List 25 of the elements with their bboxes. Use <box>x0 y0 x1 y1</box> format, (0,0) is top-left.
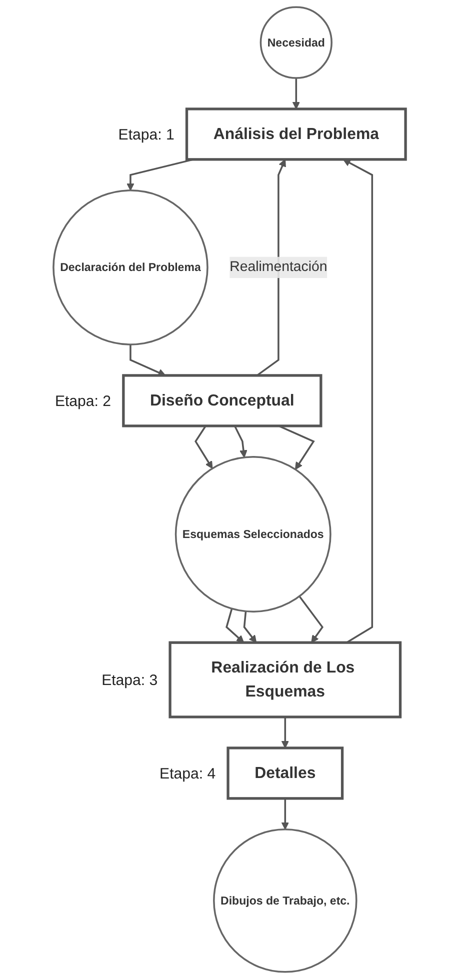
stage-label: Etapa: 3 <box>102 672 158 690</box>
stage-label: Etapa: 4 <box>160 766 216 782</box>
node-circle: Declaración del Problema <box>52 190 208 346</box>
node-box: Detalles <box>226 746 344 800</box>
arrow <box>243 611 257 643</box>
node-circle: Esquemas Seleccionados <box>174 456 332 612</box>
arrow <box>298 596 324 643</box>
node-box: Realización de Los Esquemas <box>168 641 402 718</box>
arrow <box>256 159 286 376</box>
node-circle: Necesidad <box>260 6 332 79</box>
edge-label: Realimentación <box>230 259 328 275</box>
arrow <box>342 159 374 644</box>
arrow <box>278 425 315 470</box>
node-box: Diseño Conceptual <box>122 374 322 428</box>
arrow <box>130 344 166 376</box>
arrow <box>281 798 290 830</box>
arrow <box>234 426 248 458</box>
arrow <box>194 425 213 469</box>
node-circle: Dibujos de Trabajo, etc. <box>213 828 358 973</box>
arrow <box>292 78 300 110</box>
stage-label: Etapa: 1 <box>118 126 174 144</box>
node-box: Análisis del Problema <box>185 108 407 161</box>
arrow <box>281 716 290 748</box>
stage-label: Etapa: 2 <box>54 393 112 410</box>
arrow <box>226 608 244 643</box>
